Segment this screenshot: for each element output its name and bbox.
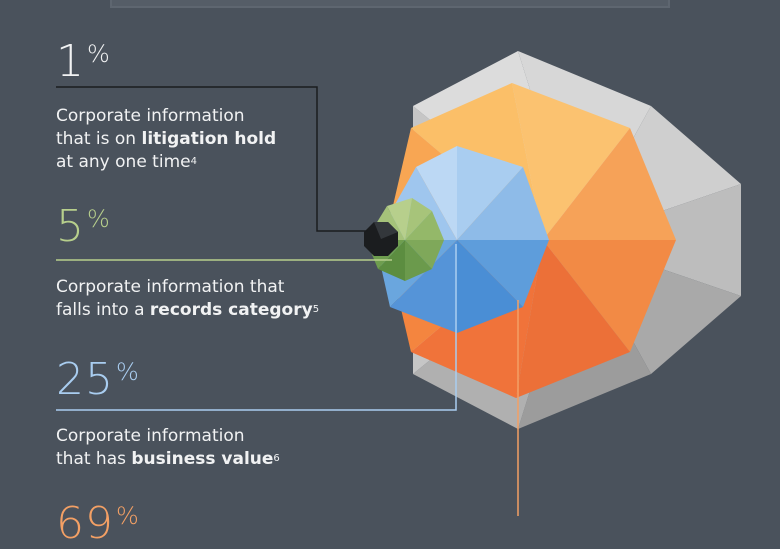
connector-line-1 — [56, 86, 368, 232]
stat-2-value: 5% — [56, 205, 111, 249]
desc-line: that is on litigation hold — [56, 128, 276, 151]
desc-line: falls into a records category5 — [56, 299, 319, 322]
stat-2-unit: % — [87, 205, 111, 233]
orange-facet — [543, 128, 676, 240]
stat-1-description: Corporate information that is on litigat… — [56, 105, 276, 174]
desc-line: that has business value6 — [56, 448, 280, 471]
stat-3-unit: % — [116, 358, 140, 386]
blue-facet — [457, 240, 523, 333]
green-facet — [405, 211, 444, 240]
green-facet — [387, 198, 412, 240]
connector-line-3 — [56, 244, 457, 411]
blue-facet — [416, 146, 457, 240]
stat-2-number: 5 — [56, 201, 85, 252]
orange-facet — [516, 240, 630, 398]
desc-text: Corporate information — [56, 426, 245, 446]
stat-1-unit: % — [87, 40, 111, 68]
desc-line: at any one time4 — [56, 151, 276, 174]
desc-text: that is on — [56, 129, 142, 149]
stat-3-value: 25% — [56, 358, 140, 402]
stat-2-description: Corporate information that falls into a … — [56, 276, 319, 322]
octagon-diagram — [56, 51, 741, 516]
green-facet — [405, 198, 432, 240]
desc-bold: records category — [149, 300, 313, 320]
footnote-ref: 4 — [190, 156, 197, 167]
desc-line: Corporate information — [56, 425, 280, 448]
blue-facet — [390, 240, 457, 333]
stat-3-number: 25 — [56, 354, 114, 405]
desc-text: falls into a — [56, 300, 150, 320]
desc-line: Corporate information that — [56, 276, 319, 299]
top-bar — [110, 0, 670, 8]
stat-1-value: 1% — [56, 40, 111, 84]
footnote-ref: 6 — [273, 453, 280, 464]
blue-facet — [457, 167, 549, 240]
blue-facet — [457, 240, 549, 307]
green-facet — [405, 240, 444, 269]
footnote-ref: 5 — [312, 304, 320, 315]
black-octagon-highlight — [374, 222, 398, 239]
blue-facet — [457, 146, 523, 240]
desc-text: at any one time — [56, 152, 191, 172]
desc-line: Corporate information — [56, 105, 276, 128]
desc-text: that has — [56, 449, 132, 469]
green-facet — [405, 240, 432, 281]
desc-text: Corporate information that — [56, 277, 285, 297]
stat-3-description: Corporate information that has business … — [56, 425, 280, 471]
stat-1-number: 1 — [56, 36, 85, 87]
desc-bold: business value — [131, 449, 274, 469]
orange-facet — [543, 240, 676, 352]
desc-bold: litigation hold — [141, 129, 277, 149]
desc-text: Corporate information — [56, 106, 245, 126]
orange-facet — [512, 83, 630, 240]
